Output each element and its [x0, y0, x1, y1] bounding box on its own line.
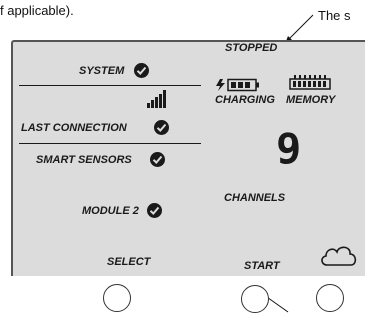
check-circle-icon	[147, 203, 162, 218]
callout-label-fragment: The s	[318, 8, 351, 23]
memory-label: MEMORY	[286, 94, 336, 106]
start-button-label: START	[244, 260, 280, 272]
signal-bars-icon	[147, 90, 166, 108]
channels-label: CHANNELS	[224, 192, 286, 204]
select-button-label: SELECT	[107, 256, 151, 268]
check-circle-icon	[154, 120, 169, 135]
select-button[interactable]	[103, 284, 131, 312]
check-circle-icon	[134, 63, 149, 78]
system-label: SYSTEM	[79, 65, 125, 77]
section-divider	[19, 143, 201, 144]
last-connection-label: LAST CONNECTION	[21, 122, 127, 134]
check-circle-icon	[150, 152, 165, 167]
cloud-icon	[321, 246, 357, 266]
channel-count: 9	[276, 124, 302, 173]
lcd-display: SYSTEM LAST CONNECTION SMART SENSORS MOD…	[11, 40, 365, 276]
module-label: MODULE 2	[82, 205, 139, 217]
memory-chip-icon	[289, 75, 331, 90]
section-divider	[19, 85, 201, 86]
battery-charging-icon	[216, 78, 259, 92]
figure-caption-fragment: f applicable).	[0, 3, 74, 18]
charging-label: CHARGING	[215, 94, 275, 106]
start-button[interactable]	[241, 285, 269, 313]
cloud-button[interactable]	[316, 284, 344, 312]
smart-sensors-label: SMART SENSORS	[36, 154, 132, 166]
logger-status-label: STOPPED	[225, 42, 278, 54]
